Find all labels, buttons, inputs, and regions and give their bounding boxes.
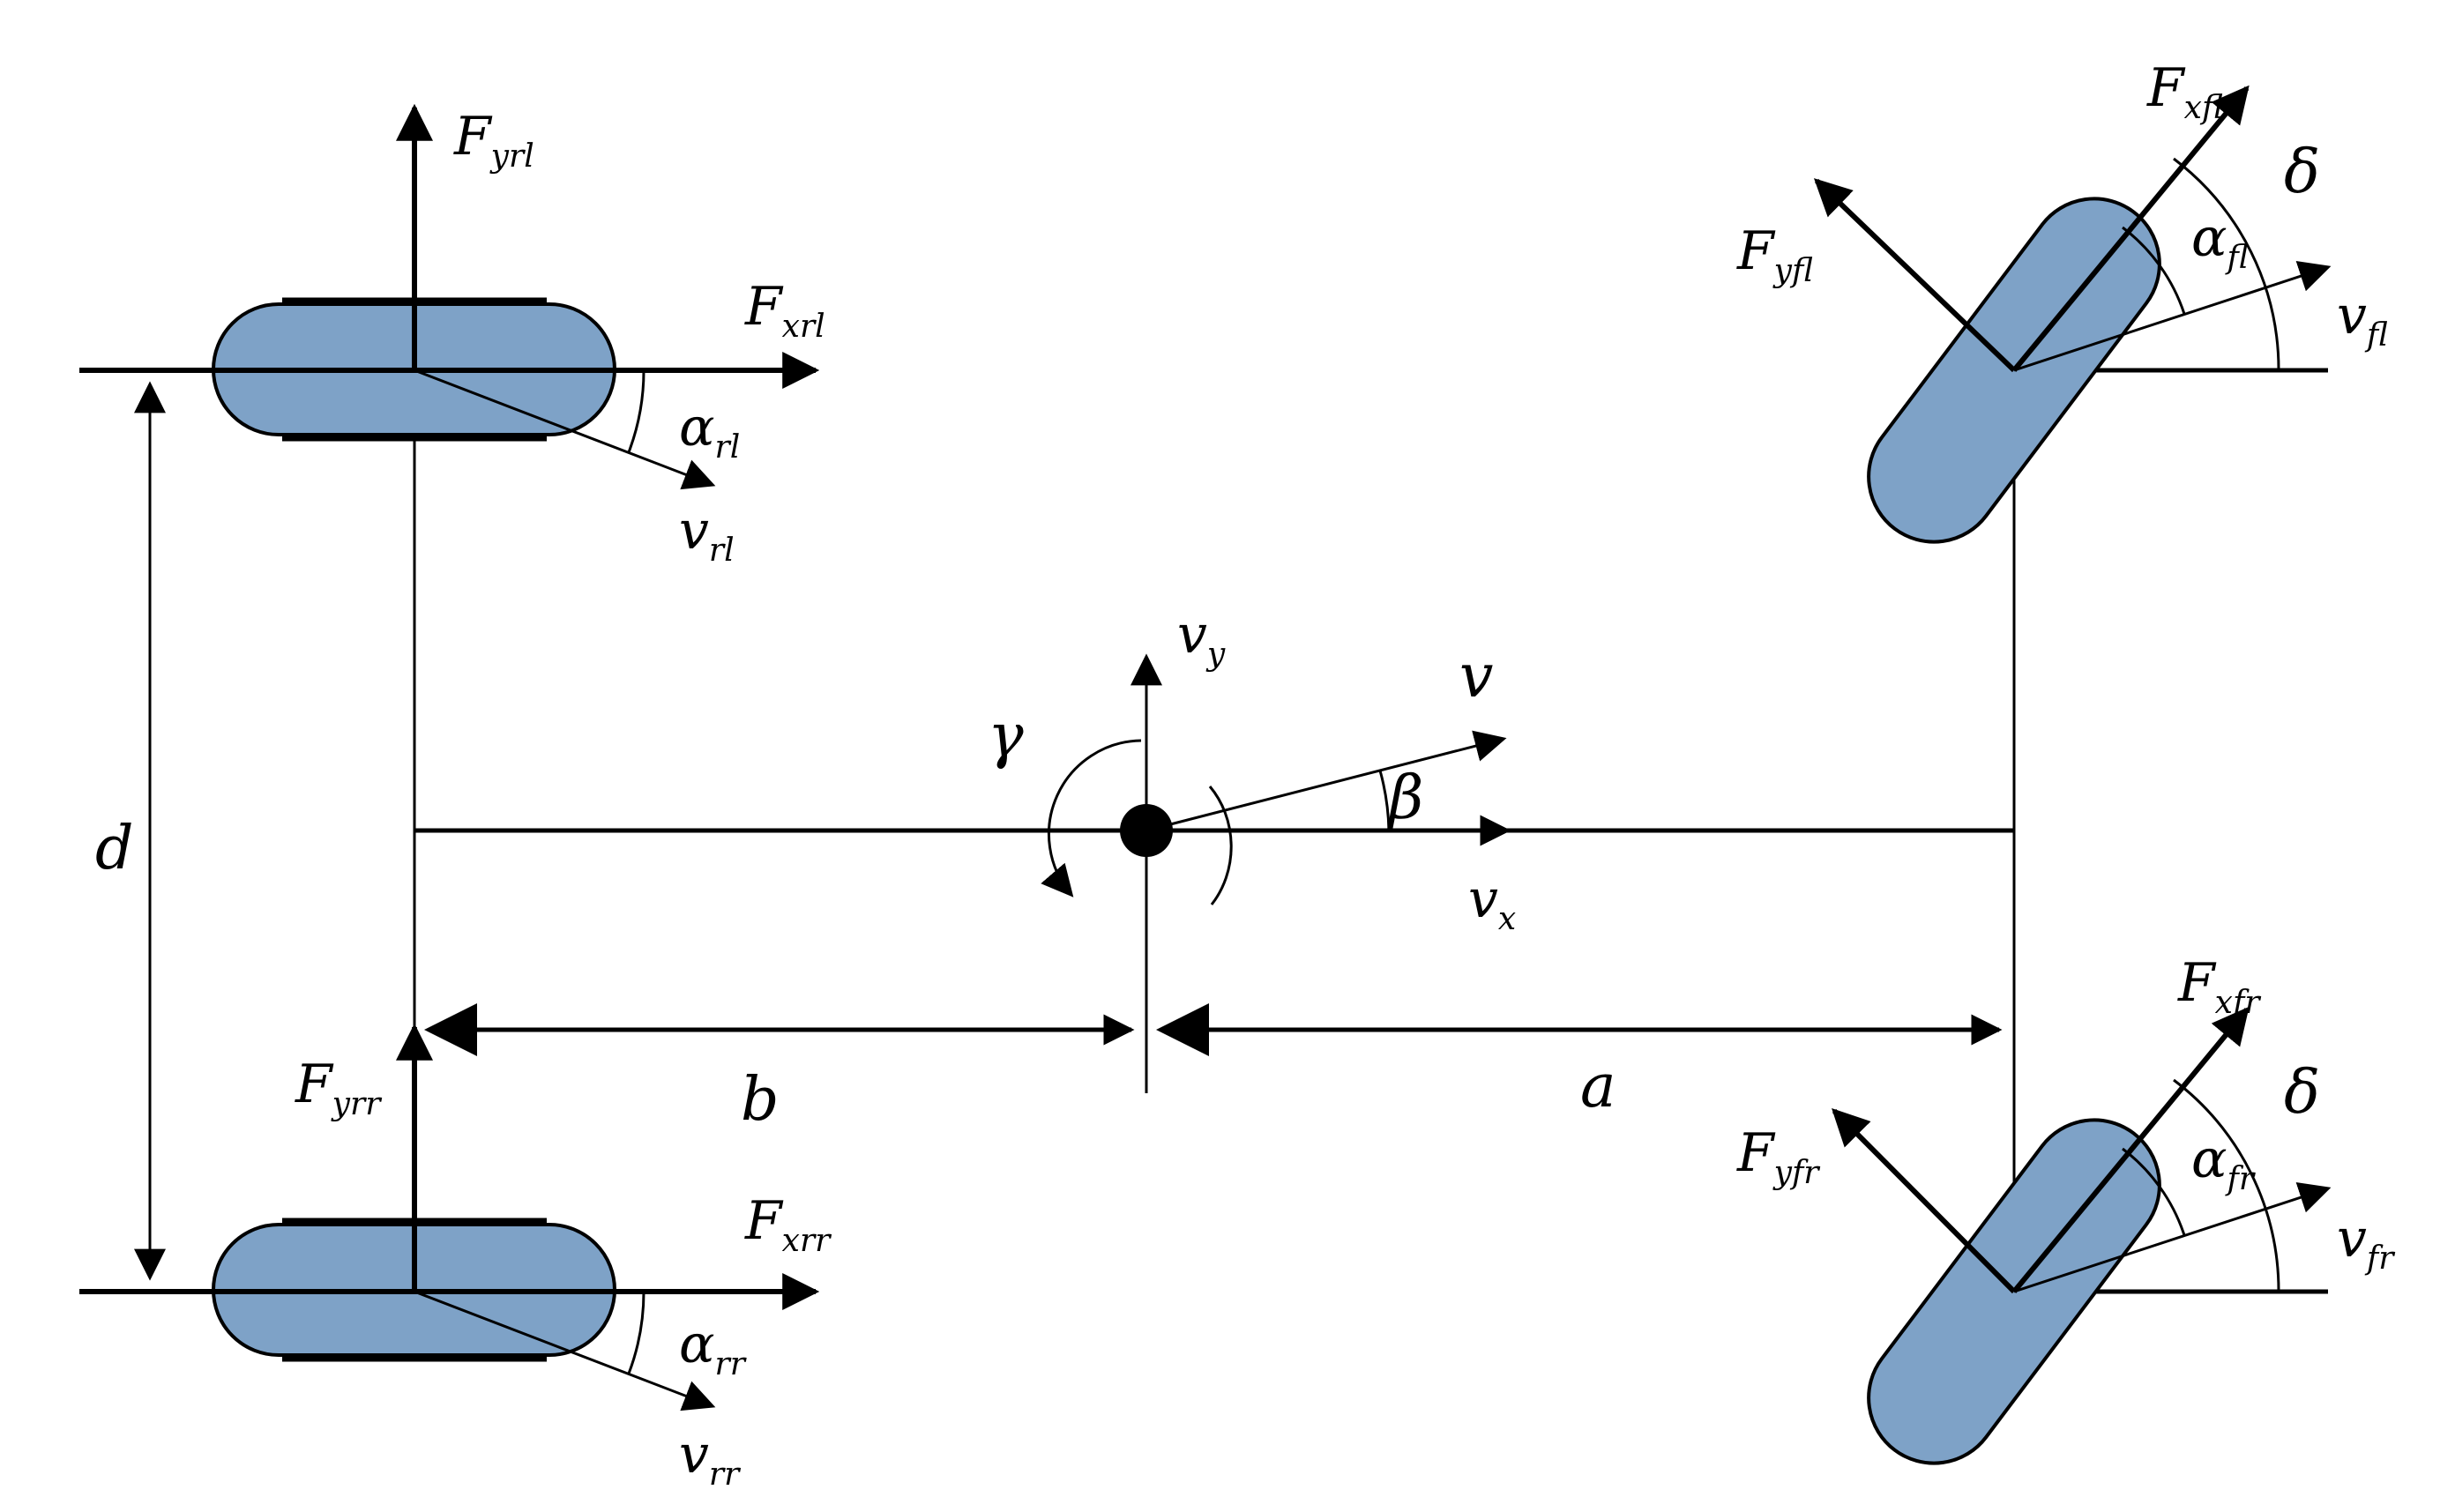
label-fxrr: Fxrr bbox=[744, 1190, 832, 1259]
label-vx: vx bbox=[1468, 868, 1516, 937]
label-b: b bbox=[741, 1065, 780, 1135]
yaw-arc-right bbox=[1208, 786, 1233, 905]
fl-delta-arc bbox=[2173, 157, 2280, 371]
rl-slip-angle-arc bbox=[627, 369, 645, 453]
label-v: v bbox=[1459, 642, 1493, 711]
label-vy: vy bbox=[1177, 604, 1226, 673]
label-alpha-rl: αrl bbox=[679, 397, 740, 466]
fr-fy-arrow bbox=[1832, 1108, 2017, 1294]
label-alpha-rr: αrr bbox=[679, 1314, 747, 1382]
label-a: a bbox=[1580, 1052, 1616, 1121]
fl-slip-angle-arc bbox=[2122, 226, 2186, 315]
label-delta-fr: δ bbox=[2284, 1058, 2320, 1128]
label-gamma: γ bbox=[988, 702, 1024, 771]
center-of-gravity bbox=[1041, 653, 1511, 1093]
label-fyrl: Fyrl bbox=[453, 106, 534, 175]
label-fxfl: Fxfl bbox=[2146, 57, 2223, 126]
wheel-rear-left bbox=[79, 103, 820, 490]
label-fxfr: Fxfr bbox=[2177, 952, 2261, 1021]
fr-delta-arc bbox=[2173, 1078, 2280, 1292]
label-fxrl: Fxrl bbox=[744, 276, 825, 345]
label-alpha-fr: αfr bbox=[2191, 1128, 2256, 1197]
rl-velocity-arrow bbox=[414, 369, 716, 490]
label-v-fl: vfl bbox=[2337, 285, 2388, 354]
label-v-rl: vrl bbox=[679, 500, 735, 569]
fl-fy-arrow bbox=[1813, 178, 2017, 373]
wheel-front-right bbox=[1832, 1006, 2332, 1465]
yaw-arc-left bbox=[1041, 739, 1142, 898]
label-delta-fl: δ bbox=[2284, 138, 2320, 207]
fl-fx-arrow bbox=[2011, 85, 2250, 372]
label-fyfl: Fyfl bbox=[1736, 220, 1813, 289]
fr-velocity-arrow bbox=[2013, 1182, 2332, 1293]
fr-fx-arrow bbox=[2011, 1006, 2250, 1293]
rr-velocity-arrow bbox=[414, 1290, 716, 1411]
label-alpha-fl: αfl bbox=[2191, 207, 2249, 276]
label-fyfr: Fyfr bbox=[1736, 1122, 1820, 1191]
label-d: d bbox=[95, 814, 134, 883]
rr-slip-angle-arc bbox=[627, 1291, 645, 1374]
wheel-front-left bbox=[1813, 85, 2332, 544]
fl-velocity-arrow bbox=[2013, 261, 2332, 372]
wheel-rear-right bbox=[79, 1023, 820, 1411]
cg-dot bbox=[1120, 804, 1173, 857]
label-fyrr: Fyrr bbox=[295, 1054, 382, 1122]
label-v-fr: vfr bbox=[2337, 1208, 2395, 1277]
beta-arc bbox=[1378, 770, 1391, 831]
label-beta: β bbox=[1386, 763, 1423, 833]
fr-slip-angle-arc bbox=[2122, 1147, 2186, 1236]
label-v-rr: vrr bbox=[679, 1424, 741, 1493]
v-arrow bbox=[1145, 730, 1507, 832]
